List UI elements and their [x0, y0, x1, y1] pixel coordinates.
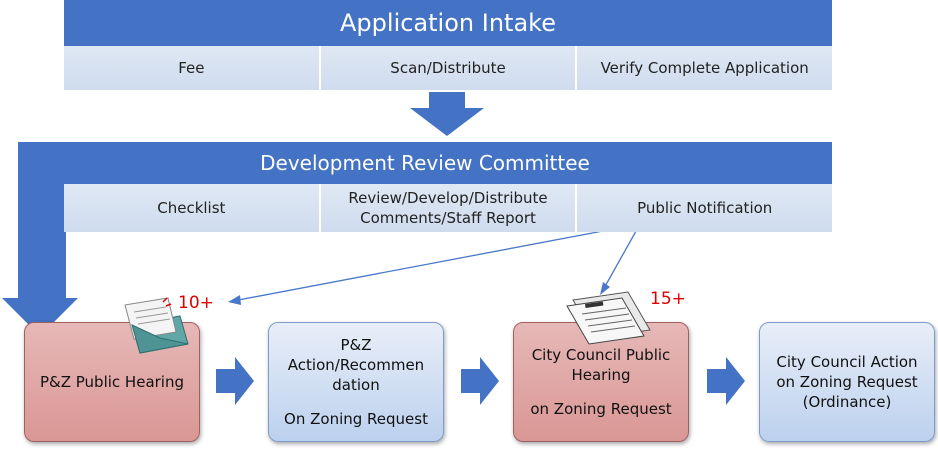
- pz-action-label: P&Z Action/Recommen dation: [287, 336, 425, 394]
- intake-title: Application Intake: [340, 9, 556, 37]
- step-fee: Fee: [64, 46, 321, 90]
- step-verify-application: Verify Complete Application: [577, 46, 833, 90]
- notice-line-pz: [232, 223, 641, 302]
- pz-action-box: P&Z Action/Recommen dation On Zoning Req…: [268, 322, 444, 442]
- step-scan-distribute: Scan/Distribute: [320, 46, 578, 90]
- right-arrow-2: [461, 357, 499, 405]
- pz-public-hearing-box: P&Z Public Hearing: [24, 322, 200, 442]
- notice-line-council: [602, 223, 641, 291]
- council-action-label: City Council Action on Zoning Request (O…: [776, 353, 918, 411]
- right-arrow-3: [707, 357, 745, 405]
- step-checklist: Checklist: [64, 184, 321, 232]
- drc-banner: Development Review Committee: [18, 142, 832, 184]
- pz-hearing-label: P&Z Public Hearing: [39, 373, 184, 391]
- step-review-comments: Review/Develop/Distribute Comments/Staff…: [320, 184, 578, 232]
- drc-title: Development Review Committee: [260, 151, 590, 175]
- council-hearing-box: City Council Public Hearing on Zoning Re…: [513, 322, 689, 442]
- pz-action-sublabel: On Zoning Request: [284, 410, 428, 428]
- step-public-notification: Public Notification: [577, 184, 833, 232]
- down-arrow: [410, 92, 484, 136]
- right-arrow-1: [216, 357, 254, 405]
- notice-arrowhead-council: [600, 282, 610, 295]
- intake-banner: Application Intake: [64, 0, 832, 46]
- intake-steps: Fee Scan/Distribute Verify Complete Appl…: [64, 46, 833, 90]
- council-notice-days: 15+: [650, 289, 686, 309]
- council-hearing-label: City Council Public Hearing: [531, 346, 671, 384]
- l-flow-arrow: [2, 142, 78, 336]
- council-hearing-sublabel: on Zoning Request: [530, 400, 672, 418]
- council-action-box: City Council Action on Zoning Request (O…: [759, 322, 935, 442]
- notice-arrowhead-pz: [228, 295, 241, 305]
- pz-notice-days: 10+: [178, 293, 214, 313]
- drc-steps: Checklist Review/Develop/Distribute Comm…: [64, 184, 833, 232]
